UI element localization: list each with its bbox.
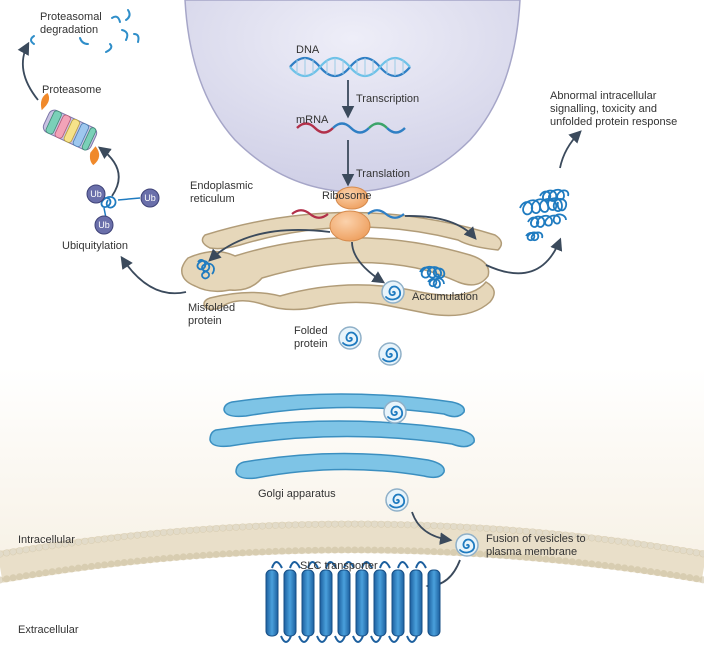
label-fusion-of-vesicles: Fusion of vesicles to plasma membrane: [486, 533, 586, 558]
arrow-to-folded-in-er: [351, 241, 386, 284]
golgi-folded-protein: [383, 400, 407, 424]
degradation-fragments: [30, 9, 140, 53]
ribosome: [329, 186, 371, 242]
folded-protein-vesicle-1: [338, 326, 362, 350]
proteasome: [40, 93, 100, 166]
arrow-to-ubiquitylation: [120, 255, 187, 295]
label-intracellular: Intracellular: [18, 534, 75, 546]
abnormal-aggregate: [519, 188, 570, 242]
folded-protein-vesicle-2: [378, 342, 402, 366]
ubiquitin-tags: [86, 184, 160, 235]
label-slc-transporter: SLC transporter: [300, 560, 378, 572]
extracellular-space: [0, 530, 704, 669]
fusing-vesicle: [455, 533, 479, 557]
mrna-strand: [296, 122, 406, 134]
golgi-vesicle-protein: [385, 488, 409, 512]
ub-label-3: Ub: [98, 220, 110, 230]
label-misfolded-protein: Misfolded protein: [188, 302, 236, 327]
er-mrna: [291, 209, 405, 219]
label-ubiquitylation: Ubiquitylation: [62, 240, 129, 252]
accumulation-aggregate: [419, 265, 446, 289]
golgi-apparatus: [209, 393, 475, 480]
dna-helix: [289, 56, 411, 78]
label-dna: DNA: [296, 44, 320, 56]
label-golgi-apparatus: Golgi apparatus: [258, 488, 336, 500]
label-ribosome: Ribosome: [322, 190, 372, 202]
label-extracellular: Extracellular: [18, 624, 79, 636]
label-folded-protein: Folded protein: [294, 325, 328, 350]
label-proteasomal-degradation: Proteasomal degradation: [40, 11, 102, 36]
arrow-to-accumulation: [404, 215, 477, 240]
label-transcription: Transcription: [356, 93, 420, 105]
label-mrna: mRNA: [296, 114, 329, 126]
arrow-to-degradation: [17, 41, 39, 101]
endoplasmic-reticulum: [181, 211, 503, 317]
folded-protein-er: [381, 280, 405, 304]
label-translation: Translation: [356, 168, 411, 180]
ub-label-2: Ub: [144, 193, 156, 203]
ub-label-1: Ub: [90, 189, 102, 199]
label-abnormal-signalling: Abnormal intracellular signalling, toxic…: [550, 90, 678, 128]
misfolded-protein-er: [196, 258, 215, 280]
arrow-to-proteasome: [97, 146, 120, 197]
arrow-to-abnormal-signalling: [559, 130, 582, 169]
arrow-to-vesicle-fusion: [411, 511, 453, 545]
label-accumulation: Accumulation: [412, 291, 479, 303]
label-proteasome: Proteasome: [42, 84, 102, 96]
arrow-to-abnormal-signalling-low: [485, 237, 563, 275]
arrow-to-misfolded: [208, 229, 331, 262]
slc-transporter: [265, 561, 441, 643]
plasma-membrane: [0, 520, 704, 584]
label-endoplasmic-reticulum: Endoplasmic reticulum: [190, 180, 253, 205]
